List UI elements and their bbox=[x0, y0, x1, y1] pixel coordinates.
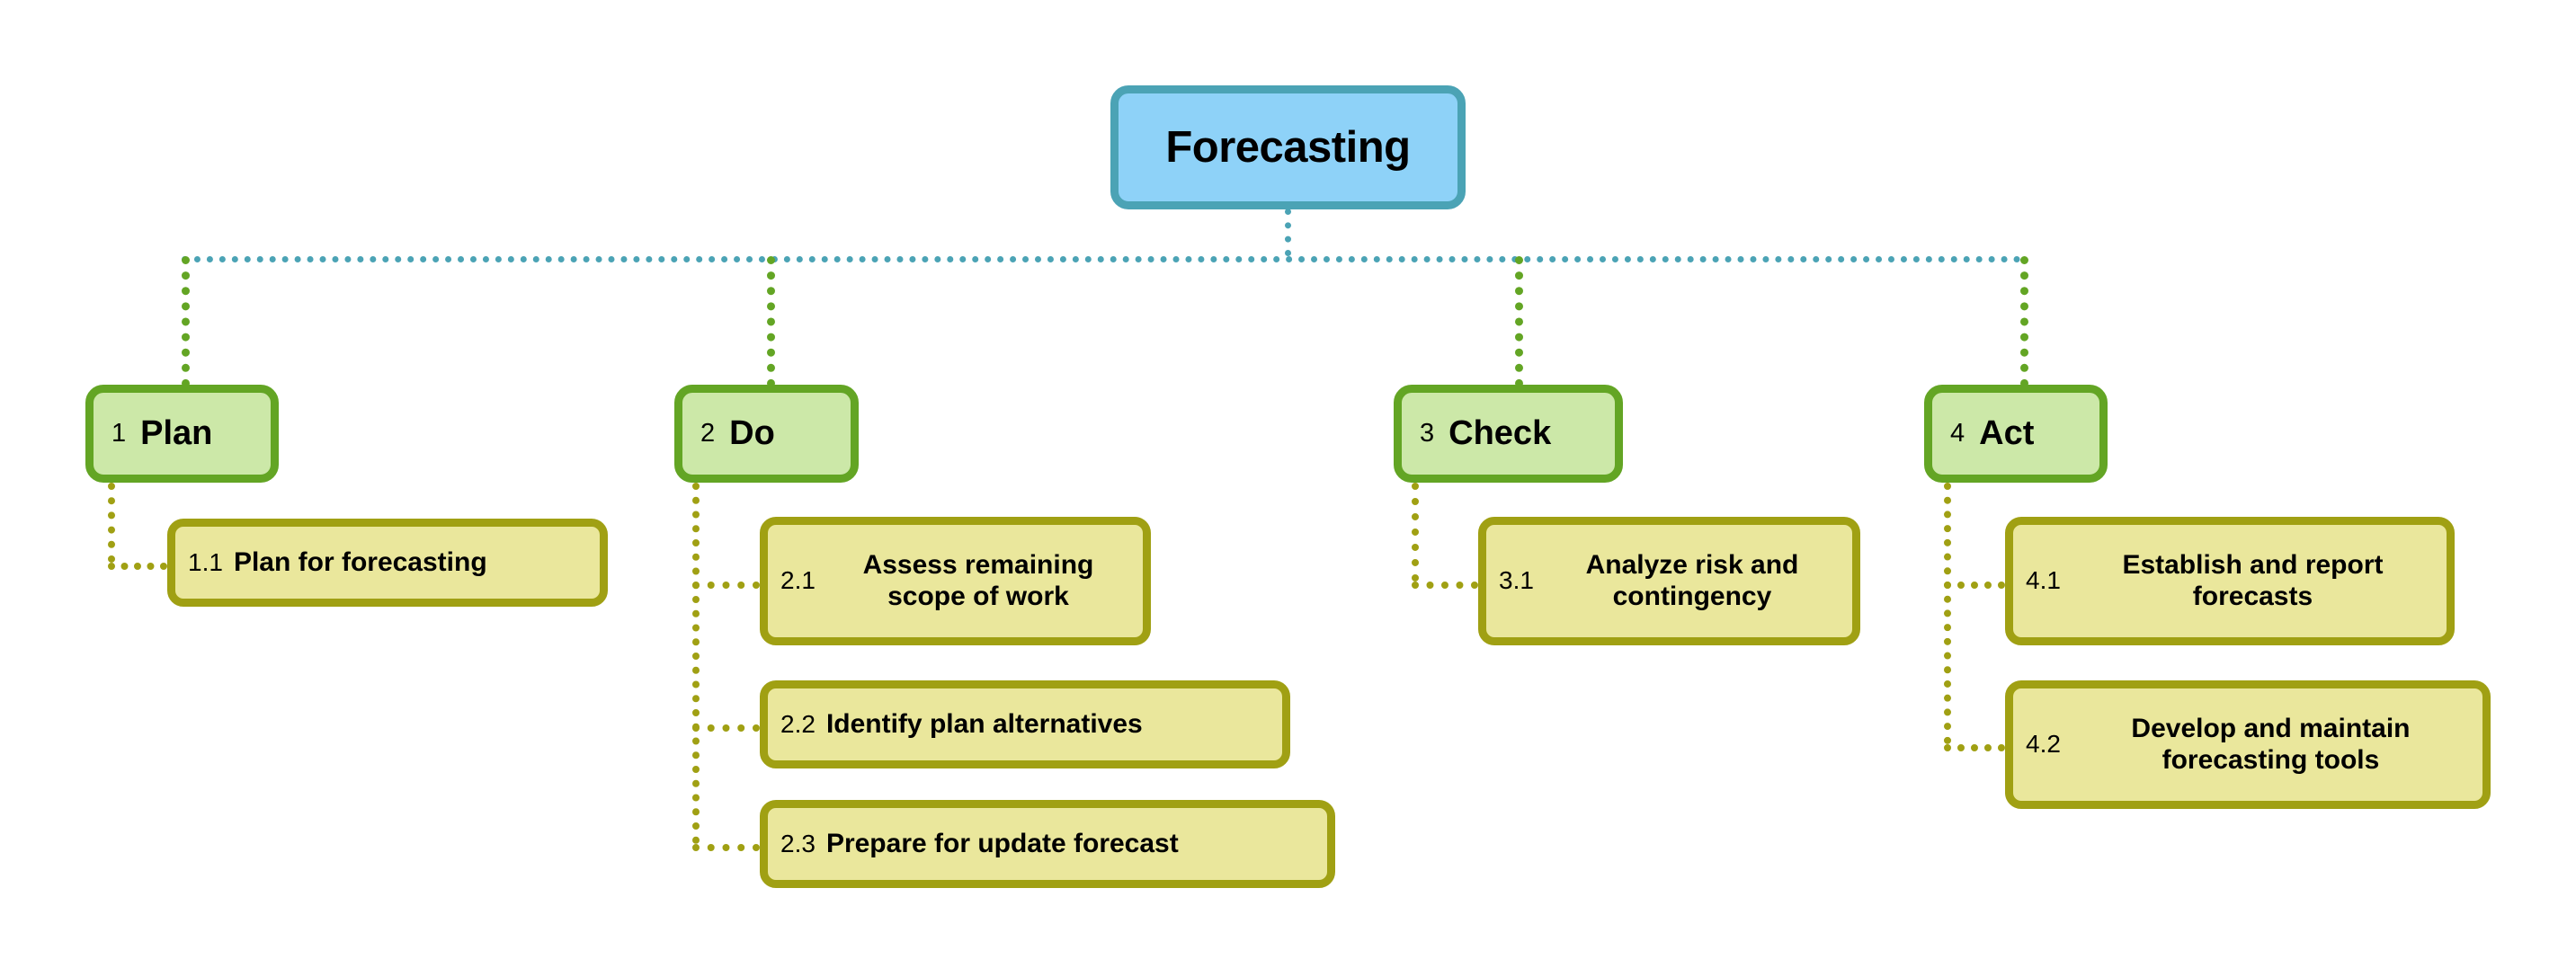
phase-node-check[interactable]: 3 Check bbox=[1394, 385, 1623, 483]
connector-elbow-task-2-1 bbox=[692, 582, 760, 589]
task-node-number: 2.3 bbox=[780, 829, 816, 857]
phase-node-number: 3 bbox=[1420, 419, 1435, 448]
task-node-number: 2.1 bbox=[780, 566, 816, 595]
phase-node-label: Act bbox=[1979, 414, 2035, 452]
task-node-number: 2.2 bbox=[780, 709, 816, 738]
task-node-label: Assess remaining scope of work bbox=[862, 550, 1094, 611]
phase-node-do[interactable]: 2 Do bbox=[674, 385, 859, 483]
task-node-2-3[interactable]: 2.3 Prepare for update forecast bbox=[760, 800, 1335, 888]
connector-drop-phase-1 bbox=[182, 256, 190, 387]
root-node-label: Forecasting bbox=[1165, 123, 1411, 172]
task-node-3-1[interactable]: 3.1 Analyze risk and contingency bbox=[1478, 517, 1860, 645]
phase-node-label: Plan bbox=[140, 414, 213, 452]
connector-root-stem bbox=[1285, 209, 1291, 256]
connector-elbow-task-2-3 bbox=[692, 844, 760, 851]
connector-elbow-task-1-1 bbox=[108, 563, 167, 570]
connector-spine-phase-4 bbox=[1944, 483, 1951, 744]
connector-horizontal-bus bbox=[182, 256, 2021, 262]
task-node-number: 4.2 bbox=[2026, 730, 2061, 759]
phase-node-label: Check bbox=[1448, 414, 1552, 452]
connector-drop-phase-3 bbox=[1515, 256, 1523, 387]
task-node-number: 4.1 bbox=[2026, 566, 2061, 595]
connector-elbow-task-2-2 bbox=[692, 724, 760, 732]
task-node-label: Plan for forecasting bbox=[233, 546, 487, 577]
connector-elbow-task-4-2 bbox=[1944, 744, 2005, 751]
phase-node-plan[interactable]: 1 Plan bbox=[85, 385, 279, 483]
phase-node-number: 1 bbox=[111, 419, 127, 448]
connector-spine-phase-3 bbox=[1412, 483, 1419, 582]
phase-node-number: 4 bbox=[1950, 419, 1965, 448]
task-node-label: Develop and maintain forecasting tools bbox=[2131, 714, 2411, 775]
connector-spine-phase-1 bbox=[108, 483, 115, 563]
connector-elbow-task-4-1 bbox=[1944, 582, 2005, 589]
task-node-label: Analyze risk and contingency bbox=[1585, 550, 1799, 611]
task-node-label: Identify plan alternatives bbox=[825, 708, 1143, 739]
phase-node-number: 2 bbox=[700, 419, 716, 448]
phase-node-label: Do bbox=[729, 414, 775, 452]
task-node-2-1[interactable]: 2.1 Assess remaining scope of work bbox=[760, 517, 1151, 645]
task-node-label: Prepare for update forecast bbox=[825, 828, 1179, 858]
task-node-2-2[interactable]: 2.2 Identify plan alternatives bbox=[760, 680, 1290, 768]
connector-drop-phase-2 bbox=[767, 256, 775, 387]
connector-drop-phase-4 bbox=[2020, 256, 2028, 387]
task-node-number: 1.1 bbox=[188, 547, 223, 576]
task-node-number: 3.1 bbox=[1499, 566, 1534, 595]
connector-elbow-task-3-1 bbox=[1412, 582, 1478, 589]
connector-spine-phase-2 bbox=[692, 483, 700, 844]
phase-node-act[interactable]: 4 Act bbox=[1924, 385, 2108, 483]
root-node-forecasting[interactable]: Forecasting bbox=[1110, 85, 1466, 209]
task-node-4-1[interactable]: 4.1 Establish and report forecasts bbox=[2005, 517, 2455, 645]
task-node-1-1[interactable]: 1.1 Plan for forecasting bbox=[167, 519, 608, 607]
task-node-4-2[interactable]: 4.2 Develop and maintain forecasting too… bbox=[2005, 680, 2491, 809]
task-node-label: Establish and report forecasts bbox=[2122, 550, 2384, 611]
